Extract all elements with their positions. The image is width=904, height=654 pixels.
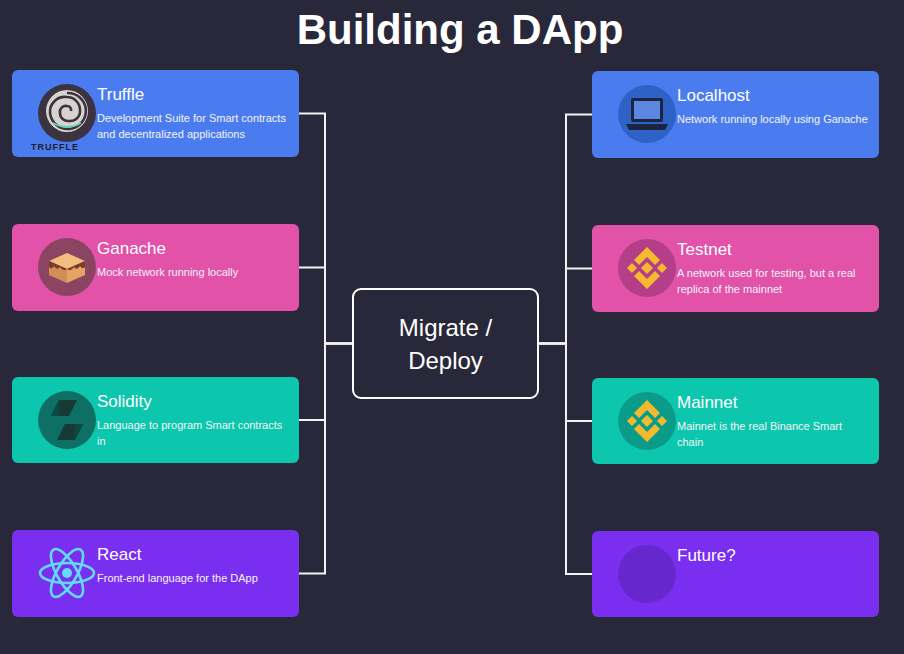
connector-line bbox=[539, 269, 592, 344]
card-description: A network used for testing, but a real r… bbox=[677, 265, 871, 297]
text-column: LocalhostNetwork running locally using G… bbox=[677, 85, 871, 127]
card-description: Development Suite for Smart contracts an… bbox=[97, 110, 291, 142]
connector-line bbox=[299, 344, 352, 574]
connector-line bbox=[539, 344, 592, 575]
card-description: Mainnet is the real Binance Smart chain bbox=[677, 418, 871, 450]
card-heading: Ganache bbox=[97, 238, 291, 259]
card-heading: Truffle bbox=[97, 84, 291, 105]
process-box: Migrate / Deploy bbox=[352, 288, 539, 399]
card-heading: Mainnet bbox=[677, 392, 871, 413]
info-card: Testnet A network used for testing, but a… bbox=[592, 225, 879, 312]
truffle-logo bbox=[37, 83, 97, 143]
diagram-title: Building a DApp bbox=[297, 6, 624, 54]
card-heading: Localhost bbox=[677, 85, 871, 106]
text-column: GanacheMock network running locally bbox=[97, 238, 291, 280]
connector-line bbox=[299, 114, 352, 344]
card-description: Front-end language for the DApp bbox=[97, 570, 291, 586]
info-card: SolidityLanguage to program Smart contra… bbox=[12, 377, 299, 463]
text-column: MainnetMainnet is the real Binance Smart… bbox=[677, 392, 871, 450]
solidity-logo bbox=[37, 390, 97, 450]
card-heading: Future? bbox=[677, 545, 871, 566]
info-card: MainnetMainnet is the real Binance Smart… bbox=[592, 378, 879, 464]
info-card: ReactFront-end language for the DApp bbox=[12, 530, 299, 617]
laptop-icon bbox=[617, 84, 677, 144]
text-column: Testnet A network used for testing, but a… bbox=[677, 239, 871, 297]
info-card: LocalhostNetwork running locally using G… bbox=[592, 71, 879, 158]
placeholder-circle bbox=[617, 544, 677, 604]
binance-logo bbox=[617, 391, 677, 451]
text-column: TruffleDevelopment Suite for Smart contr… bbox=[97, 84, 291, 142]
card-heading: React bbox=[97, 544, 291, 565]
logo-wordmark: TRUFFLE bbox=[22, 142, 88, 152]
react-logo bbox=[37, 543, 97, 603]
text-column: Future? bbox=[677, 545, 871, 566]
info-card: GanacheMock network running locally bbox=[12, 224, 299, 311]
text-column: ReactFront-end language for the DApp bbox=[97, 544, 291, 586]
card-description: Mock network running locally bbox=[97, 264, 291, 280]
info-card: Future? bbox=[592, 531, 879, 617]
card-description: Language to program Smart contracts in bbox=[97, 417, 291, 449]
text-column: SolidityLanguage to program Smart contra… bbox=[97, 391, 291, 449]
connector-line bbox=[539, 115, 592, 344]
node-label: Migrate / Deploy bbox=[391, 311, 501, 377]
ganache-logo bbox=[37, 237, 97, 297]
card-heading: Testnet bbox=[677, 239, 871, 260]
card-description: Network running locally using Ganache bbox=[677, 111, 871, 127]
card-heading: Solidity bbox=[97, 391, 291, 412]
connector-line bbox=[299, 268, 352, 344]
binance-logo bbox=[617, 238, 677, 298]
